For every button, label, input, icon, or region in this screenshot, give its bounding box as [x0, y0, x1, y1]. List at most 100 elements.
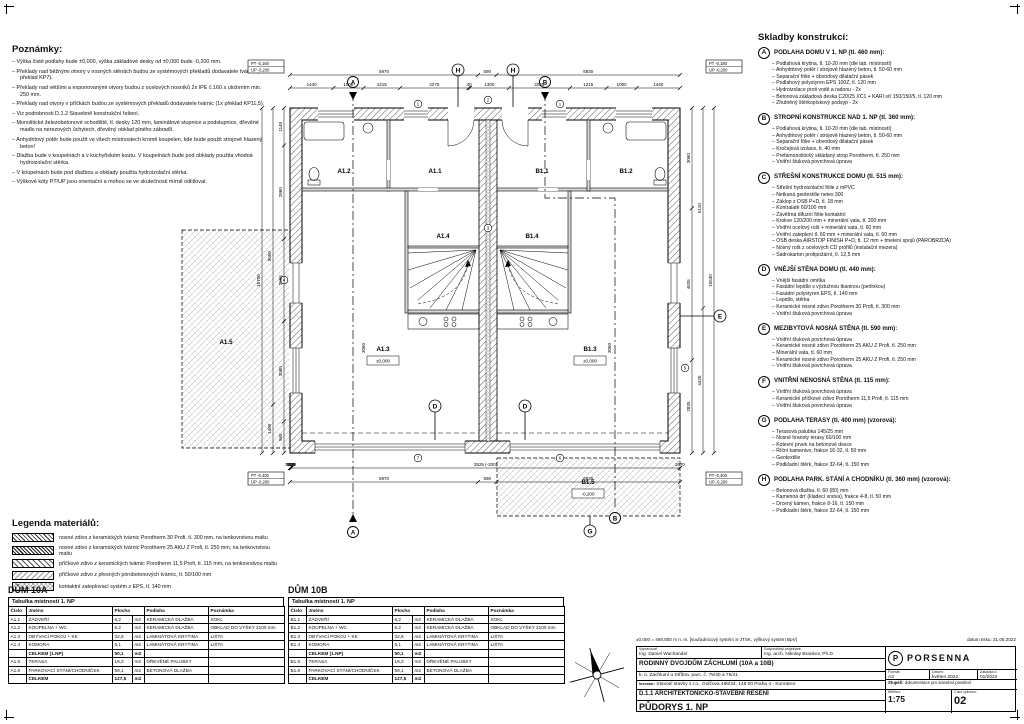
- composition-layer: – Hydroizolace proti vodě a radonu - 2x: [772, 86, 861, 93]
- dim-label: 40: [467, 82, 473, 87]
- composition-layer: – Vnitřní štuková povrchová úprava: [772, 336, 852, 343]
- room-label-a11: A1.1: [428, 168, 442, 175]
- level-boxes: ±0,000 ±0,000 -0,200: [366, 355, 607, 499]
- table-cell: LIŠTA: [208, 631, 285, 641]
- composition-layer: – Kročejová izolace, tl. 40 mm: [772, 146, 840, 153]
- composition-layer: – Keramické příčkové zdivo Porotherm 11,…: [772, 395, 909, 402]
- composition-layer: – Závětrná difuzní fólie kontaktní: [772, 211, 846, 218]
- table-cell: LAMINÁTOVÁ KRYTINA: [144, 631, 209, 641]
- wall-ref: 1: [559, 102, 562, 107]
- frame-mark: [6, 710, 7, 720]
- table-column-header: Jméno: [306, 606, 393, 616]
- material-hatch-swatch: [12, 559, 54, 569]
- table-cell: m2: [412, 657, 425, 667]
- section-label: B: [613, 516, 618, 522]
- table-cell: LAMINÁTOVÁ KRYTINA: [424, 631, 489, 641]
- table-cell: OBÝVACÍ POKOJ + KK: [306, 631, 393, 641]
- table-cell: m2: [132, 623, 145, 633]
- dim-label: 1480: [267, 423, 272, 434]
- marker-letter: H: [511, 68, 516, 75]
- section-title: VNITŘNÍ NENOSNÁ STĚNA (tl. 115 mm):: [774, 377, 890, 385]
- terrace-b15: [496, 457, 681, 517]
- dim-label: 590: [483, 476, 491, 481]
- wall-ref: 1: [417, 102, 420, 107]
- table-cell: [488, 665, 565, 675]
- table-cell: [424, 648, 489, 658]
- composition-layer: – Vnitřní štuková povrchová úprava: [772, 159, 852, 166]
- room-label-b13: B1.3: [583, 346, 597, 353]
- table-column-header: Číslo: [288, 606, 307, 616]
- table-cell: B1.1: [288, 614, 307, 624]
- room-labels: A1.2 A1.1 B1.1 B1.2 A1.4 B1.4 A1.3 B1.3 …: [219, 168, 633, 486]
- table-cell: B1.2: [288, 623, 307, 633]
- material-hatch-swatch: [12, 582, 54, 592]
- composition-layer: – Keramické nosné zdivo Porotherm 25 AKU…: [772, 343, 916, 350]
- wall-ref: 4: [283, 278, 286, 283]
- table-cell: A1.4: [8, 640, 27, 650]
- table-cell: m2: [132, 640, 145, 650]
- table-cell: SOKL: [208, 614, 285, 624]
- table-cell: DŘEVĚNÉ PALUBKY: [424, 657, 489, 667]
- dim-label: 1000: [343, 82, 354, 87]
- section-letter-badge: D: [758, 264, 770, 277]
- composition-layer: – Říční kamenivo, frakce 16-32, tl. 50 m…: [772, 448, 867, 455]
- note-item: – Překlady nad většími a exponovanými ot…: [12, 84, 262, 98]
- dim-label: 900: [287, 462, 295, 467]
- section-markers: A A B B: [347, 76, 621, 538]
- doc-part: D.1.1 ARCHITEKTONICKO-STAVEBNÍ ŘEŠENÍ: [639, 691, 769, 697]
- composition-layer: – Fasádní polystyren EPS, tl. 140 mm: [772, 290, 858, 297]
- composition-layer: – Terasová palubka 145/25 mm: [772, 428, 843, 435]
- floor-plan: A A B B H H E D D G: [181, 59, 743, 538]
- table-cell: [488, 648, 565, 658]
- dim-label: 10530: [708, 274, 713, 287]
- dim-label: 2505: [278, 275, 283, 286]
- composition-layer: – Podlahová krytina, tl. 10-20 mm (dle t…: [772, 126, 892, 133]
- composition-layer: – Střešní hydroizolační fólie z mPVC: [772, 185, 855, 192]
- table-cell: TERASA: [26, 657, 113, 667]
- room-label-b12: B1.2: [619, 168, 633, 175]
- dim-label: 5830: [583, 69, 594, 74]
- table-cell: m2: [412, 665, 425, 675]
- room-label-a12: A1.2: [337, 168, 351, 175]
- table-cell: 6,2: [392, 623, 413, 633]
- frame-mark: [4, 717, 14, 718]
- material-hatch-swatch: [12, 533, 54, 542]
- composition-layer: – Lepidlo, stěrka: [772, 297, 810, 304]
- table-column-header: Podlaha: [144, 606, 209, 616]
- composition-layer: – Vnitřní štuková povrchová úprava: [772, 363, 852, 370]
- dim-label: 590: [483, 69, 491, 74]
- legend-text: příčkové zdivo z přesných pórobetonových…: [59, 572, 212, 579]
- legend-text: nosné zdivo z keramických tvárnic Poroth…: [59, 544, 271, 557]
- composition-layer: – Vnitřní ocelový rošt + minerální vata,…: [772, 225, 882, 232]
- table-cell: m2: [132, 648, 145, 658]
- dim-label: 2860: [278, 187, 283, 198]
- room-label-b14: B1.4: [525, 233, 539, 240]
- table-cell: m2: [132, 674, 145, 684]
- legend-text: příčkové zdivo z keramických tvárnic Por…: [59, 560, 277, 567]
- date-label: Datum:: [932, 670, 944, 674]
- note-item: – Monolitické železobetonové schodiště, …: [12, 120, 259, 134]
- party-wall: [478, 119, 498, 442]
- frame-mark: [6, 4, 7, 14]
- dim-label: 710: [287, 462, 295, 467]
- table-cell: 127,5: [112, 674, 133, 684]
- table-cell: BETONOVÁ DLAŽBA: [144, 665, 209, 675]
- house-b-title: DŮM 10B: [288, 585, 328, 595]
- table-cell: B1.3: [288, 631, 307, 641]
- dim-label: 1215: [377, 82, 388, 87]
- table-cell: KOUPELNA + WC: [26, 623, 113, 633]
- table-cell: m2: [132, 657, 145, 667]
